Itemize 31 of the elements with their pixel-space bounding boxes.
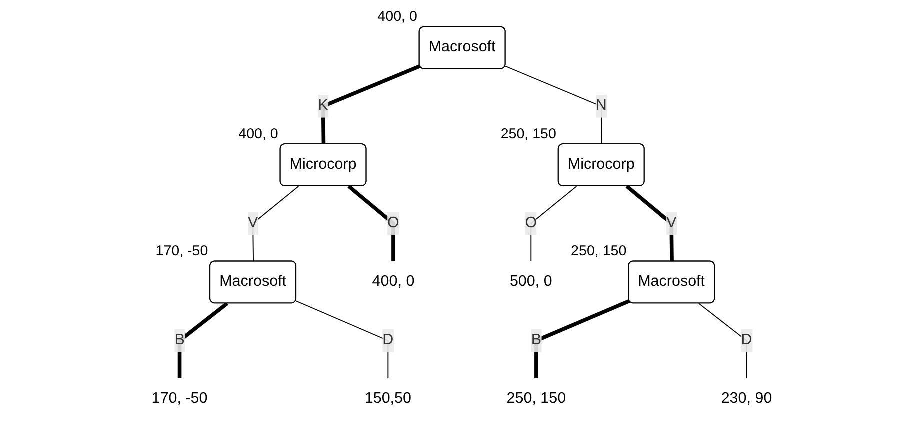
edge-label: D	[741, 332, 752, 348]
node-text: 250, 150	[506, 390, 566, 408]
connector	[534, 299, 630, 378]
node-text: 500, 0	[510, 274, 552, 290]
edge-label: V	[666, 215, 677, 232]
payoff-label: 400, 0	[378, 9, 418, 26]
connector	[321, 64, 421, 145]
connector	[178, 302, 228, 378]
edge-label: O	[388, 215, 400, 232]
connector	[252, 186, 300, 262]
payoff-label: 400, 0	[238, 126, 278, 142]
payoff-label: 170, -50	[156, 244, 208, 260]
connector	[348, 184, 396, 262]
edge-label: D	[382, 332, 394, 348]
node-text: 170, -50	[152, 390, 208, 408]
connector	[626, 185, 674, 262]
connector	[698, 303, 748, 379]
connector	[530, 186, 578, 262]
payoff-label: 250, 150	[500, 126, 556, 142]
connector	[504, 66, 602, 145]
edge-label: K	[318, 98, 328, 114]
edge-label: O	[525, 215, 538, 232]
payoff-label: 250, 150	[571, 244, 627, 260]
edge-label: B	[174, 332, 185, 348]
edge-label: N	[596, 98, 607, 114]
node-text: 400, 0	[372, 274, 415, 290]
connector	[296, 300, 389, 379]
edge-label: B	[531, 332, 542, 348]
node-text: 230, 90	[721, 390, 772, 408]
edge-label: V	[248, 215, 258, 232]
node-text: 150,50	[364, 390, 412, 408]
